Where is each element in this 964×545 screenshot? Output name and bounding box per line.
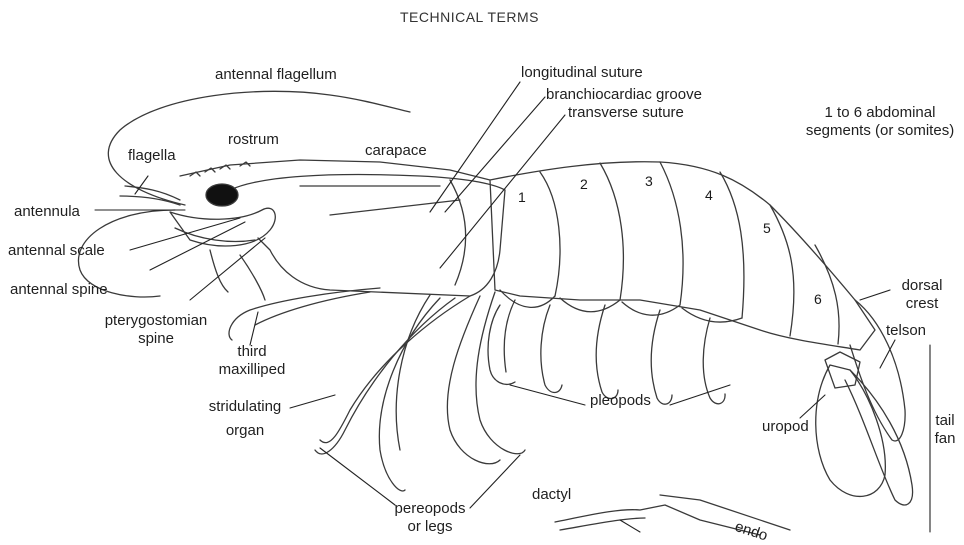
label-dactyl: dactyl [532, 486, 571, 504]
label-antennal-spine: antennal spine [10, 281, 108, 299]
label-carapace: carapace [365, 142, 427, 160]
label-branchiocardiac-groove: branchiocardiac groove [546, 86, 702, 104]
label-antennula: antennula [14, 203, 80, 221]
label-transverse-suture: transverse suture [568, 104, 684, 122]
label-antennal-scale: antennal scale [8, 242, 105, 260]
label-pleopods: pleopods [590, 392, 651, 410]
segment-number-5: 5 [763, 220, 771, 236]
segment-number-1: 1 [518, 189, 526, 205]
label-pereopods: pereopods or legs [380, 500, 480, 536]
label-dorsal-crest: dorsal crest [892, 277, 952, 313]
pereopod [320, 296, 470, 443]
diagram-title: TECHNICAL TERMS [400, 8, 539, 26]
label-stridulating-line1: stridulating [190, 398, 300, 416]
label-abdominal-segments-line2: segments (or somites) [790, 122, 964, 140]
label-rostrum: rostrum [228, 131, 279, 149]
label-tail-fan: tail fan [928, 412, 962, 448]
label-abdominal-segments-line1: 1 to 6 abdominal [790, 104, 964, 122]
eye [206, 184, 238, 206]
label-tail-fan-line1: tail [928, 412, 962, 430]
uropod-shape [816, 365, 886, 496]
label-dorsal-crest-line2: crest [892, 295, 952, 313]
label-third-line2: maxilliped [202, 361, 302, 379]
label-tail-fan-line2: fan [928, 430, 962, 448]
label-flagella: flagella [128, 147, 176, 165]
label-pereopods-line2: or legs [380, 518, 480, 536]
label-third-maxilliped: third maxilliped [202, 343, 302, 379]
segment-number-4: 4 [705, 187, 713, 203]
segment-number-3: 3 [645, 173, 653, 189]
label-telson: telson [886, 322, 926, 340]
segment-number-6: 6 [814, 291, 822, 307]
label-dorsal-crest-line1: dorsal [892, 277, 952, 295]
label-stridulating-line2: organ [190, 422, 300, 440]
label-antennal-flagellum: antennal flagellum [215, 66, 337, 84]
label-abdominal-segments: 1 to 6 abdominal segments (or somites) [790, 104, 964, 140]
segment-number-2: 2 [580, 176, 588, 192]
label-stridulating-organ: stridulating organ [190, 398, 300, 440]
label-third-line1: third [202, 343, 302, 361]
label-pereopods-line1: pereopods [380, 500, 480, 518]
label-pterygostomian-line1: pterygostomian [86, 312, 226, 330]
carapace-outline [230, 175, 505, 296]
label-uropod: uropod [762, 418, 809, 436]
label-longitudinal-suture: longitudinal suture [521, 64, 643, 82]
